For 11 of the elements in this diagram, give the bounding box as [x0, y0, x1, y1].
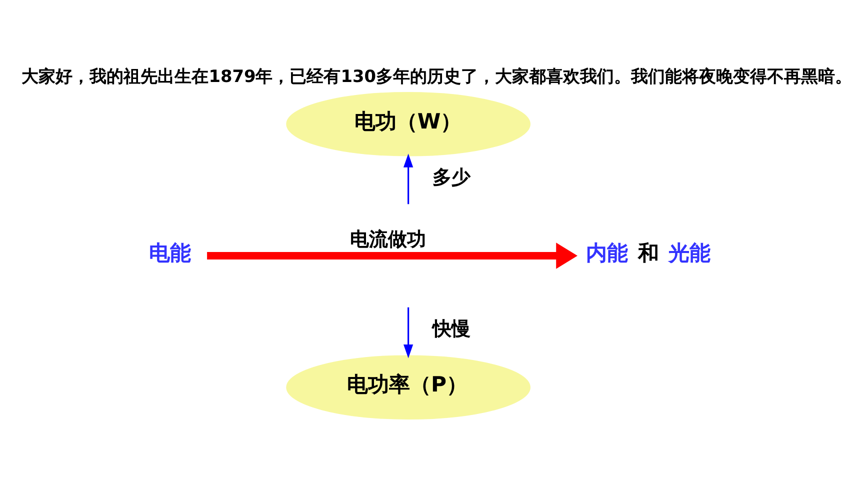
- node-ellipse: 电功（W）: [286, 92, 530, 156]
- node-text: 电能: [149, 240, 192, 265]
- edge-label: 多少: [432, 166, 471, 188]
- edge-label: 快慢: [432, 318, 471, 340]
- node-ellipse: 电功率（P）: [286, 355, 530, 420]
- arrow: [404, 307, 414, 358]
- diagram-title: 大家好，我的祖先出生在1879年，已经有130多年的历史了，大家都喜欢我们。我们能将夜晚变得不再黑暗。: [22, 66, 852, 86]
- arrow: [207, 242, 578, 269]
- edge-label: 电流做功: [350, 228, 426, 251]
- node-text: 内能 和 光能: [586, 240, 711, 265]
- arrow: [404, 154, 414, 204]
